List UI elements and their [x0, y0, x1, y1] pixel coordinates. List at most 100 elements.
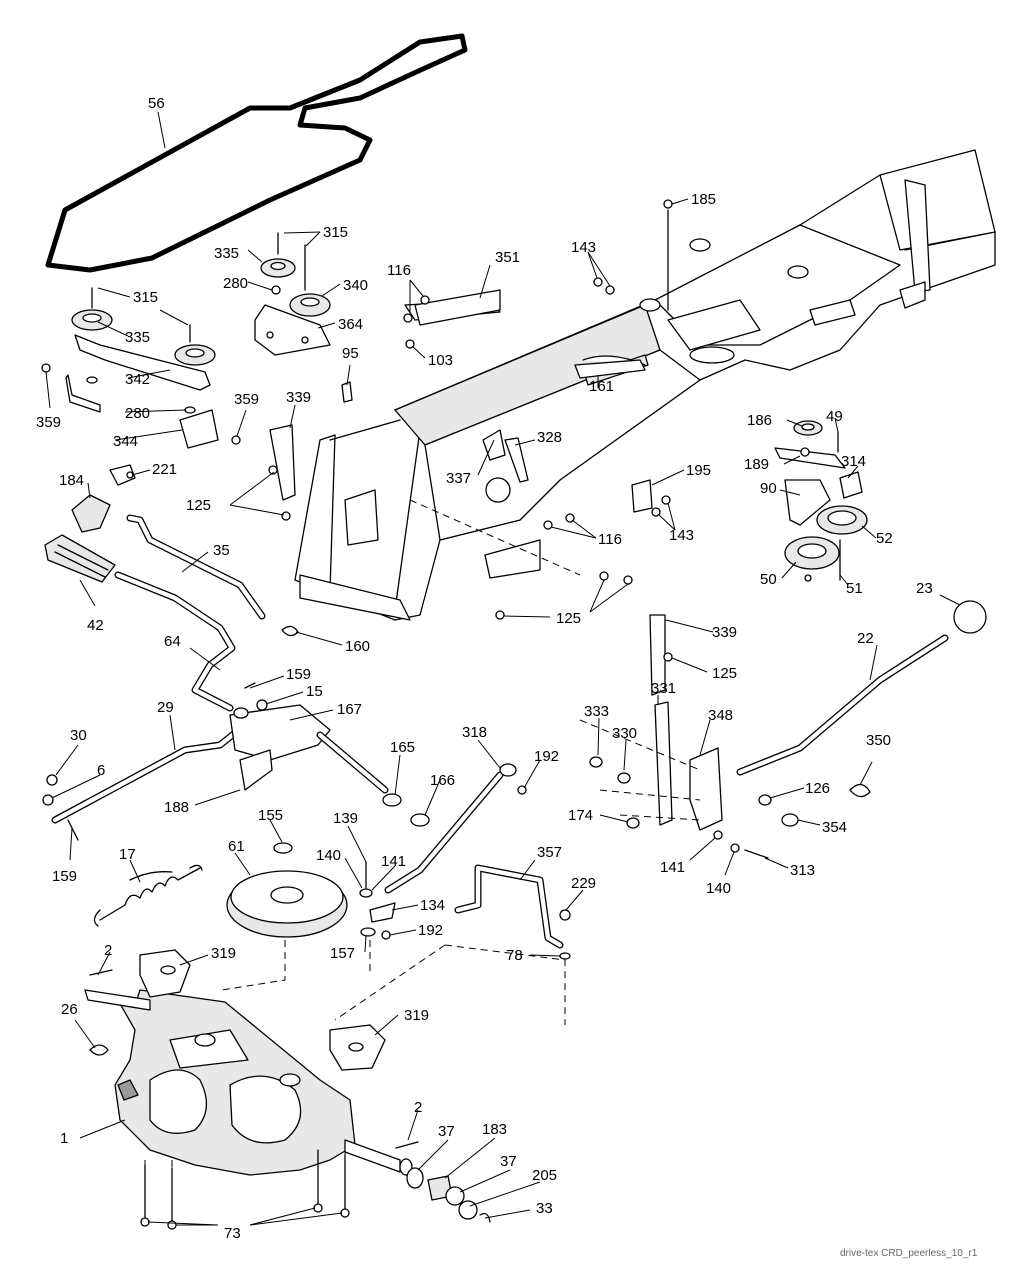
callout-188: 188	[164, 799, 189, 816]
callout-52: 52	[876, 530, 893, 547]
callout-192-top: 192	[534, 748, 559, 765]
callout-350: 350	[866, 732, 891, 749]
callout-143-top: 143	[571, 239, 596, 256]
callout-51: 51	[846, 580, 863, 597]
callout-319-top: 319	[211, 945, 236, 962]
tractor-frame	[294, 149, 996, 621]
callout-140-right: 140	[706, 880, 731, 897]
callout-348: 348	[708, 707, 733, 724]
callout-2-top: 2	[104, 942, 112, 959]
callout-185: 185	[691, 191, 716, 208]
callout-90: 90	[760, 480, 777, 497]
callout-22: 22	[857, 630, 874, 647]
callout-280-left: 280	[125, 405, 150, 422]
callout-125-frame: 125	[556, 610, 581, 627]
callout-328: 328	[537, 429, 562, 446]
callout-354: 354	[822, 819, 847, 836]
callout-61: 61	[228, 838, 245, 855]
callout-35: 35	[213, 542, 230, 559]
callout-186: 186	[747, 412, 772, 429]
callout-126: 126	[805, 780, 830, 797]
callout-335-left: 335	[125, 329, 150, 346]
callout-2: 2	[414, 1099, 422, 1116]
callout-174: 174	[568, 807, 593, 824]
callout-29: 29	[157, 699, 174, 716]
callout-337: 337	[446, 470, 471, 487]
dashed-assembly-lines	[144, 499, 701, 1200]
right-linkage	[589, 600, 987, 859]
callout-37-top: 37	[438, 1123, 455, 1140]
spring-17	[99, 867, 201, 921]
callout-192: 192	[418, 922, 443, 939]
callout-78: 78	[506, 947, 523, 964]
callout-159-top: 159	[286, 666, 311, 683]
idler-pulley-assembly-2	[254, 232, 331, 356]
callout-161: 161	[589, 378, 614, 395]
callout-195: 195	[686, 462, 711, 479]
callout-344: 344	[113, 433, 138, 450]
callout-159: 159	[52, 868, 77, 885]
callout-183: 183	[482, 1121, 507, 1138]
callout-56: 56	[148, 95, 165, 112]
right-idler-group	[774, 420, 868, 582]
callout-319: 319	[404, 1007, 429, 1024]
callout-labels: 56 315 335 280 340 364 315 335 342 280 3…	[36, 95, 978, 1259]
callout-315: 315	[323, 224, 348, 241]
callout-357: 357	[537, 844, 562, 861]
callout-359: 359	[234, 391, 259, 408]
callout-313: 313	[790, 862, 815, 879]
callout-125-left: 125	[186, 497, 211, 514]
callout-221: 221	[152, 461, 177, 478]
callout-165: 165	[390, 739, 415, 756]
callout-359-left: 359	[36, 414, 61, 431]
callout-351: 351	[495, 249, 520, 266]
callout-95: 95	[342, 345, 359, 362]
callout-155: 155	[258, 807, 283, 824]
callout-229: 229	[571, 875, 596, 892]
callout-160: 160	[345, 638, 370, 655]
callout-166: 166	[430, 772, 455, 789]
callout-49: 49	[826, 408, 843, 425]
callout-42: 42	[87, 617, 104, 634]
callout-103: 103	[428, 352, 453, 369]
callout-leaders	[45, 111, 961, 1226]
callout-315-left: 315	[133, 289, 158, 306]
callout-333: 333	[584, 703, 609, 720]
callout-134: 134	[420, 897, 445, 914]
callout-6: 6	[97, 762, 105, 779]
callout-116-top: 116	[387, 262, 411, 279]
callout-1: 1	[60, 1130, 68, 1147]
callout-342: 342	[125, 371, 150, 388]
callout-167: 167	[337, 701, 362, 718]
callout-125: 125	[712, 665, 737, 682]
callout-280: 280	[223, 275, 248, 292]
drawing-caption: drive-tex CRD_peerless_10_r1	[840, 1248, 978, 1259]
callout-364: 364	[338, 316, 363, 333]
callout-184: 184	[59, 472, 84, 489]
callout-141: 141	[381, 853, 406, 870]
callout-30: 30	[70, 727, 87, 744]
callout-23: 23	[916, 580, 933, 597]
callout-33: 33	[536, 1200, 553, 1217]
callout-339: 339	[712, 624, 737, 641]
callout-140: 140	[316, 847, 341, 864]
callout-50: 50	[760, 571, 777, 588]
transaxle	[84, 949, 413, 1176]
callout-141-right: 141	[660, 859, 685, 876]
callout-189: 189	[744, 456, 769, 473]
callout-205: 205	[532, 1167, 557, 1184]
pedal-linkage	[42, 464, 430, 841]
drive-belt	[45, 33, 468, 273]
callout-314: 314	[841, 453, 866, 470]
callout-17: 17	[119, 846, 136, 863]
idler-pulley-assembly	[41, 287, 241, 449]
callout-340: 340	[343, 277, 368, 294]
callout-64: 64	[164, 633, 181, 650]
shift-rod	[454, 864, 571, 960]
callout-335: 335	[214, 245, 239, 262]
callout-116: 116	[598, 531, 622, 548]
center-rod-pulley	[93, 763, 527, 940]
callout-330: 330	[612, 725, 637, 742]
callout-73: 73	[224, 1225, 241, 1242]
